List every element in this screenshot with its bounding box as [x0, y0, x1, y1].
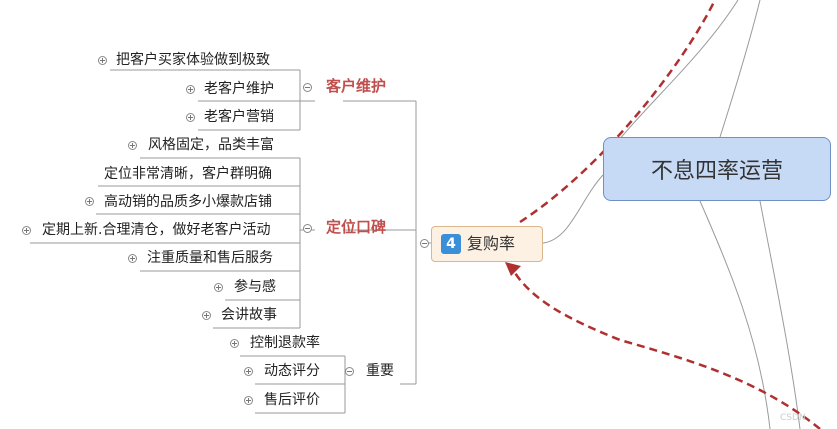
expand-toggle-icon[interactable] — [186, 85, 195, 94]
root-to-hub — [542, 174, 604, 244]
group-label-important[interactable]: 重要 — [366, 363, 394, 379]
topic-item[interactable]: 会讲故事 — [221, 307, 277, 323]
expand-toggle-icon[interactable] — [85, 197, 94, 206]
arrowhead — [505, 262, 521, 276]
hub-topic-label: 复购率 — [467, 234, 516, 253]
topic-item[interactable]: 控制退款率 — [250, 335, 320, 351]
topic-item[interactable]: 把客户买家体验做到极致 — [116, 52, 270, 68]
expand-toggle-icon[interactable] — [214, 283, 223, 292]
priority-badge-icon: 4 — [441, 234, 461, 254]
root-topic[interactable]: 不息四率运营 — [603, 137, 831, 201]
expand-toggle-icon[interactable] — [128, 141, 137, 150]
root-branch-top2 — [719, 0, 761, 138]
dashed-arrow-bottom — [510, 267, 821, 429]
root-branch-top — [602, 0, 739, 161]
topic-item[interactable]: 高动销的品质多小爆款店铺 — [104, 194, 272, 210]
watermark: CSDN — [780, 413, 806, 423]
root-branch-bottom — [699, 200, 771, 429]
topic-item[interactable]: 老客户维护 — [204, 81, 274, 97]
expand-toggle-icon[interactable] — [244, 367, 253, 376]
topic-item[interactable]: 售后评价 — [264, 392, 320, 408]
group3-collapse-toggle-icon[interactable] — [345, 367, 354, 376]
hub-collapse-toggle-icon[interactable] — [420, 239, 429, 248]
topic-item[interactable]: 定期上新.合理清仓，做好老客户活动 — [42, 222, 271, 238]
dashed-arrow-top — [519, 0, 717, 224]
topic-item[interactable]: 注重质量和售后服务 — [147, 250, 273, 266]
expand-toggle-icon[interactable] — [244, 396, 253, 405]
group-label-customer-maintenance[interactable]: 客户维护 — [326, 77, 387, 95]
topic-item[interactable]: 参与感 — [234, 279, 276, 295]
topic-item[interactable]: 定位非常清晰，客户群明确 — [104, 166, 272, 182]
expand-toggle-icon[interactable] — [202, 311, 211, 320]
root-topic-label: 不息四率运营 — [650, 159, 783, 184]
root-branch-bottom2 — [759, 200, 801, 429]
group2-collapse-toggle-icon[interactable] — [303, 224, 312, 233]
hub-topic[interactable]: 4 复购率 — [431, 226, 543, 262]
expand-toggle-icon[interactable] — [186, 113, 195, 122]
group1-collapse-toggle-icon[interactable] — [303, 83, 312, 92]
expand-toggle-icon[interactable] — [128, 254, 137, 263]
expand-toggle-icon[interactable] — [230, 339, 239, 348]
topic-item[interactable]: 动态评分 — [264, 363, 320, 379]
topic-item[interactable]: 风格固定，品类丰富 — [148, 137, 274, 153]
expand-toggle-icon[interactable] — [22, 226, 31, 235]
expand-toggle-icon[interactable] — [98, 56, 107, 65]
topic-item[interactable]: 老客户营销 — [204, 109, 274, 125]
group-label-positioning[interactable]: 定位口碑 — [326, 218, 387, 236]
